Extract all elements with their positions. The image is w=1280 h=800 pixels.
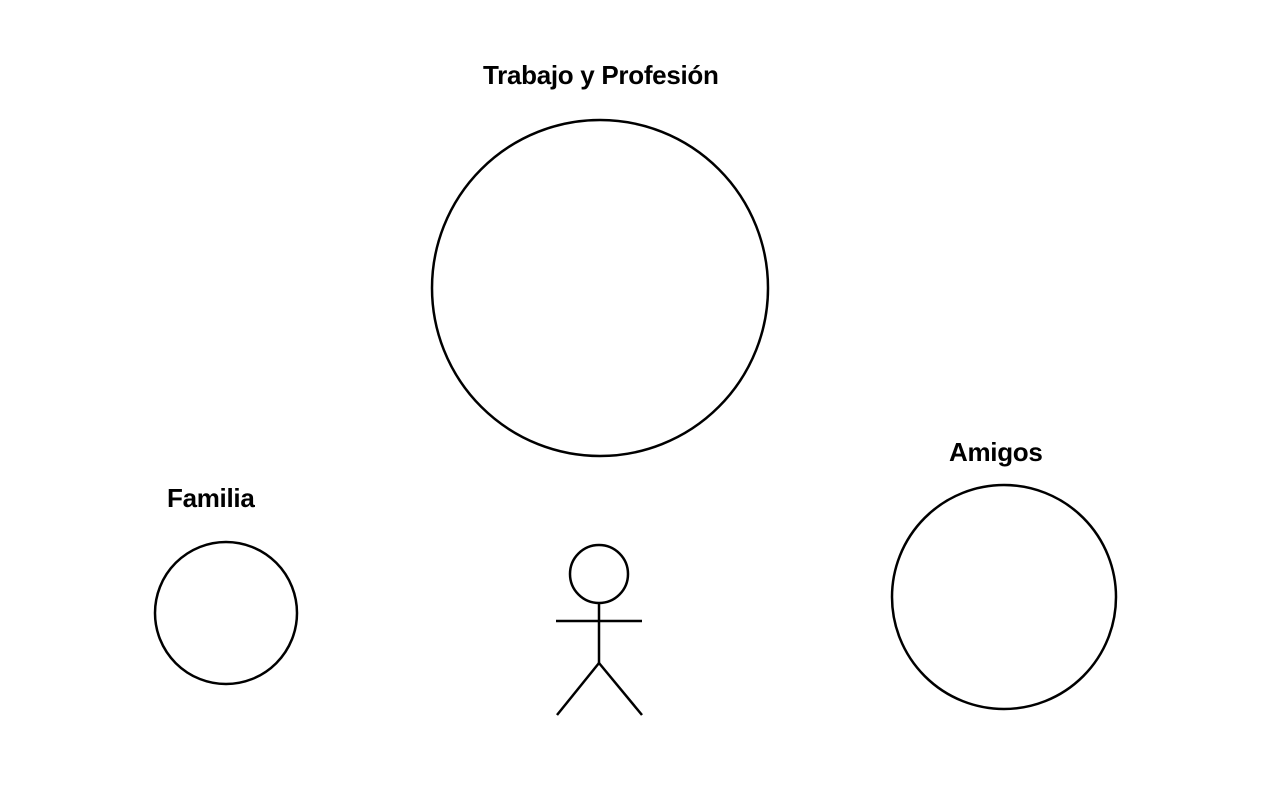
person-right-leg <box>598 662 643 716</box>
work-circle-label: Trabajo y Profesión <box>483 60 719 90</box>
friends-circle <box>890 483 1118 711</box>
friends-circle-label: Amigos <box>949 437 1043 467</box>
family-circle <box>153 540 299 686</box>
person-left-leg <box>556 662 600 716</box>
person-head <box>568 543 630 605</box>
family-circle-label: Familia <box>167 483 255 513</box>
person-stick-figure-icon <box>556 543 643 716</box>
work-circle <box>430 118 770 458</box>
